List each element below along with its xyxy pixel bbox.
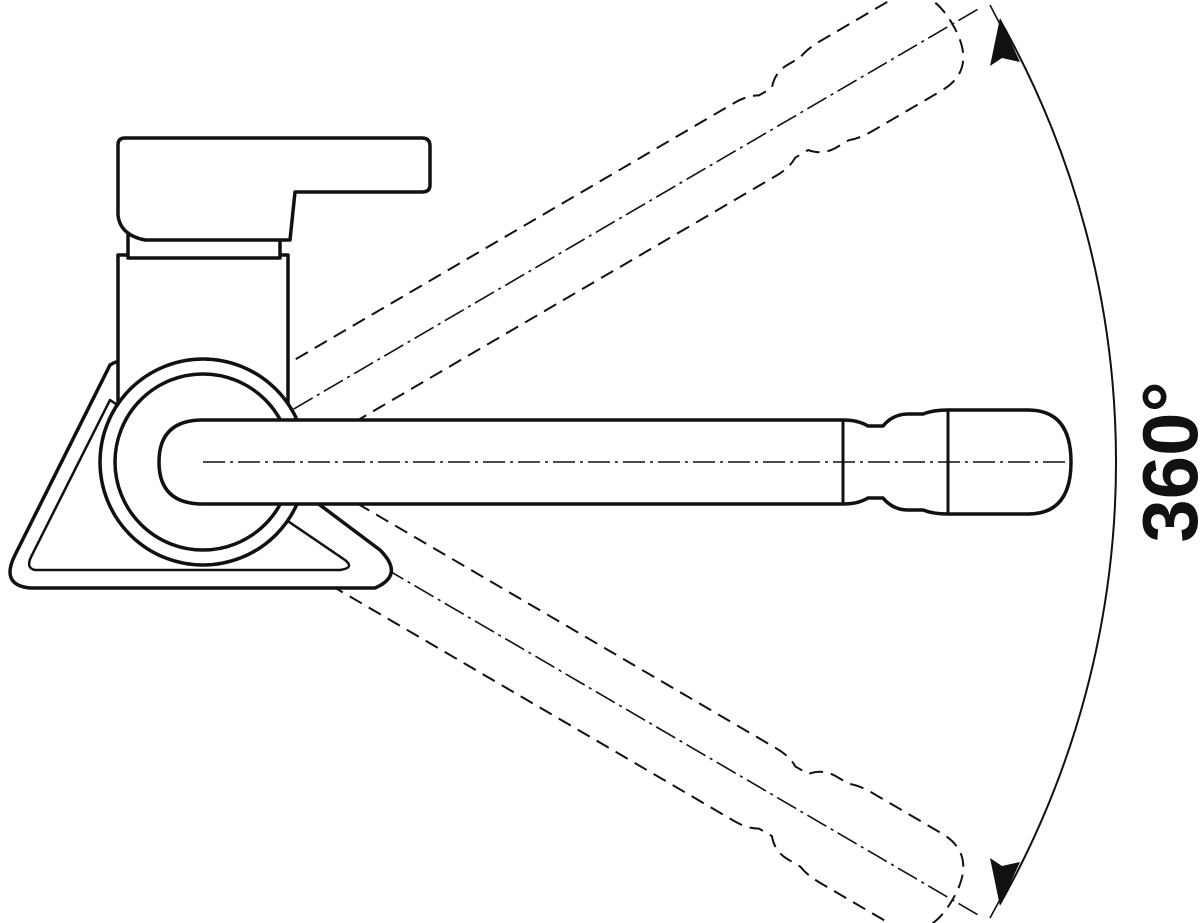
rotation-label: 360°	[1126, 381, 1200, 542]
lever-handle	[116, 136, 432, 242]
spout-position-upper	[137, 0, 981, 531]
rotation-arc	[999, 19, 1117, 905]
arrow-head-down-icon	[990, 858, 1020, 906]
arrow-head-up-icon	[990, 18, 1020, 66]
spout-position-main	[157, 408, 1073, 516]
